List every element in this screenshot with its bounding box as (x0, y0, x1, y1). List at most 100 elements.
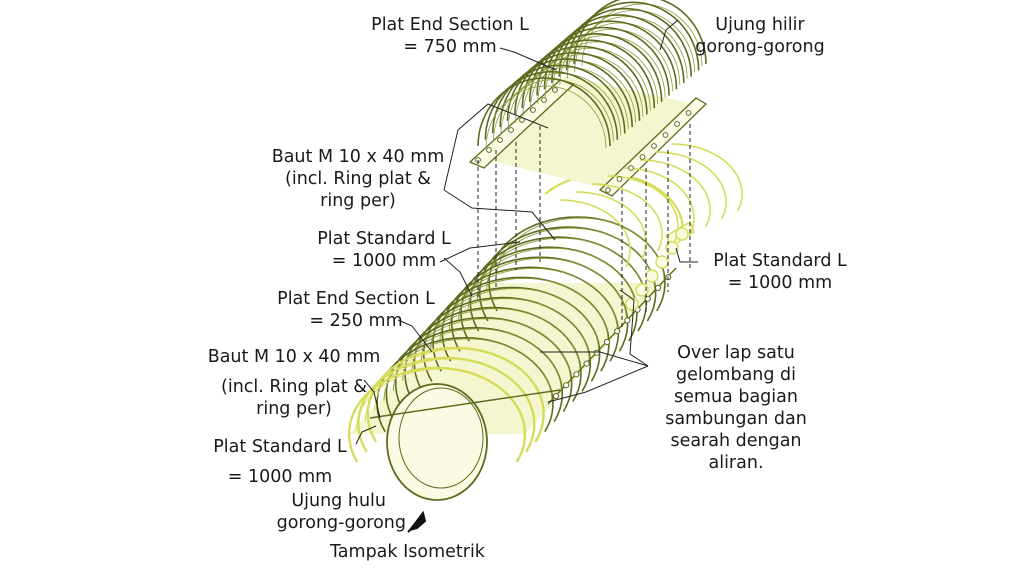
label-bolt-top-line2: (incl. Ring plat & (285, 169, 431, 189)
upper-corrugation-ring (484, 70, 619, 140)
upper-flange-bolt (628, 165, 634, 171)
detached-shell-ring (655, 151, 727, 220)
detached-shell-flange-bolt (675, 227, 689, 241)
label-overlap-note-line6: aliran. (708, 453, 764, 473)
detached-shell-ring (607, 175, 679, 244)
upper-corrugation-ring (573, 0, 707, 65)
label-bolt-top-line3: ring per) (320, 191, 396, 211)
leader-standard-right (675, 247, 698, 263)
label-upstream-end-line1: Ujung hulu (291, 491, 386, 511)
upper-corrugation-ring-inner (537, 41, 659, 104)
leader-overlap-1 (619, 289, 649, 367)
upper-corrugation-ring (528, 32, 663, 102)
leader-lines (355, 19, 698, 445)
leader-overlap-3 (547, 365, 649, 403)
upper-corrugation-ring-inner (552, 28, 673, 92)
seam-bolt (593, 349, 600, 356)
seam-bolt (552, 392, 560, 400)
upper-corrugation-ring-inner (566, 16, 688, 79)
lower-side-seam (547, 267, 677, 405)
upper-corrugation-ring (499, 58, 633, 128)
detached-shell-ring (591, 183, 663, 252)
seam-bolt (563, 382, 570, 389)
upper-flange-bolt (685, 110, 692, 116)
leader-standard-bottom (355, 425, 377, 445)
leader-overlap-2 (540, 351, 649, 367)
seam-bolt (654, 284, 662, 292)
label-overlap-note: Over lap satu gelombang di semua bagian … (650, 342, 822, 474)
upstream-end-inner (398, 387, 484, 489)
upper-corrugation-ring-inner (500, 72, 622, 136)
upstream-arrow-icon (407, 510, 427, 533)
upper-corrugation-ring (506, 51, 641, 121)
upper-flange-bolt (541, 97, 547, 103)
seam-bolt (603, 338, 611, 346)
label-bolt-bottom-line1: Baut M 10 x 40 mm (207, 347, 381, 367)
detached-shell-ring (671, 143, 743, 212)
label-overlap-note-line5: searah dengan (670, 431, 802, 451)
label-bolt-bottom: Baut M 10 x 40 mm (incl. Ring plat & rin… (188, 346, 400, 420)
label-standard-bottom-line1: Plat Standard L (213, 437, 347, 457)
upper-corrugation-ring-inner (485, 85, 607, 149)
diagram-caption: Tampak Isometrik (330, 542, 485, 562)
seam-bolt (624, 317, 631, 324)
label-end-section-750: Plat End Section L = 750 mm (350, 14, 550, 58)
upper-corrugation-ring (565, 1, 700, 71)
upper-flange-bolt (486, 147, 492, 153)
label-end-section-250-line2: = 250 mm (309, 311, 403, 331)
detached-shell-flange-bolt (635, 283, 649, 297)
upper-corrugation-ring-inner (522, 54, 644, 117)
label-upstream-end-line2: gorong-gorong (276, 513, 406, 533)
detached-shell-ring (575, 191, 647, 260)
upper-corrugation-ring (477, 77, 611, 147)
upper-flange-bolt (497, 137, 503, 143)
upper-arch-left-flange (468, 79, 576, 169)
label-standard-top-left: Plat Standard L = 1000 mm (300, 228, 468, 272)
upper-corrugation-ring-inner (574, 9, 695, 73)
upper-corrugation-ring-inner (559, 22, 681, 85)
label-standard-right-line1: Plat Standard L (713, 251, 847, 271)
lower-corrugation-ring-inner (355, 368, 525, 432)
upper-corrugation-ring (543, 20, 678, 90)
label-overlap-note-line3: semua bagian (674, 387, 798, 407)
leader-bolt-top (443, 103, 549, 191)
upper-flange-bolt (616, 176, 623, 182)
leader-end-section-250 (397, 319, 433, 353)
detached-shell-flange-bolt (655, 255, 669, 269)
upper-flange-bolt (605, 187, 611, 193)
detached-shell-flange-bolt (625, 297, 639, 311)
seam-bolt (573, 371, 580, 378)
label-overlap-note-line2: gelombang di (675, 365, 797, 385)
leader-standard-top-left-2 (439, 241, 521, 263)
label-overlap-note-line4: sambungan dan (665, 409, 807, 429)
upper-flange-bolt (662, 132, 669, 138)
upper-corrugation-ring-inner (493, 79, 614, 142)
leader-end-section-750 (499, 47, 557, 71)
detached-shell-flange-bolt (645, 269, 659, 283)
label-end-section-750-line1: Plat End Section L (371, 15, 529, 35)
detached-shell-ring (639, 159, 711, 228)
leader-standard-top-left (443, 257, 473, 297)
label-standard-bottom: Plat Standard L = 1000 mm (196, 436, 364, 488)
label-standard-bottom-line2: = 1000 mm (227, 467, 333, 487)
upper-arch-body (478, 76, 694, 190)
upper-flange-bolt (530, 107, 536, 113)
upper-flange-bolt (651, 143, 657, 149)
leader-downstream-end (659, 19, 679, 51)
label-standard-top-left-line1: Plat Standard L (317, 229, 451, 249)
upper-corrugation-ring (551, 14, 685, 83)
upstream-end-opening (386, 383, 488, 501)
label-overlap-note-line1: Over lap satu (677, 343, 795, 363)
label-end-section-250: Plat End Section L = 250 mm (256, 288, 456, 332)
bolt-layer (475, 87, 692, 400)
label-bolt-bottom-line2: (incl. Ring plat & (221, 377, 367, 397)
upper-corrugation-ring-inner (515, 60, 636, 123)
assembly-dashed-lines (477, 124, 691, 330)
label-bolt-top-line1: Baut M 10 x 40 mm (271, 147, 445, 167)
upper-corrugation-ring (558, 7, 692, 77)
leader-bolt-top-2 (443, 189, 556, 241)
upper-flange-bolt (508, 127, 514, 133)
leader-bolt-bottom (363, 379, 381, 419)
